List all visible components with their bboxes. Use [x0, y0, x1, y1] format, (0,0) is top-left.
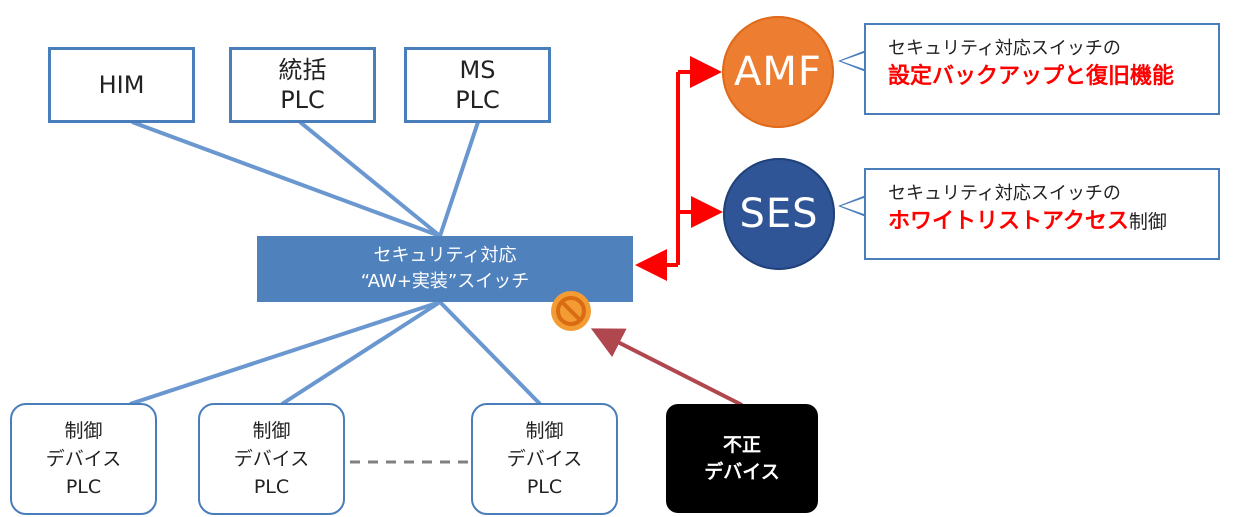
ctrl1-line3: PLC [65, 476, 102, 498]
link-switch-unified-plc [298, 120, 442, 238]
ses-callout-line2: ホワイトリストアクセス制御 [888, 208, 1218, 237]
ctrl3-line2: デバイス [506, 448, 583, 470]
ses-callout-line1: セキュリティ対応スイッチの [888, 183, 1121, 204]
link-switch-him [131, 120, 441, 238]
link-switch-ctrl-2 [280, 300, 442, 406]
amf-circle: AMF [722, 16, 834, 128]
node-ms-plc: MS PLC [404, 47, 551, 123]
ctrl1-line2: デバイス [45, 448, 122, 470]
node-ms-plc-line2: PLC [455, 86, 500, 114]
amf-callout-pointer [838, 50, 866, 72]
rogue-line2: デバイス [704, 460, 780, 483]
ctrl3-line1: 制御 [525, 420, 564, 442]
control-device-3: 制御 デバイス PLC [471, 403, 618, 515]
node-unified-plc: 統括 PLC [229, 47, 376, 123]
ses-circle: SES [723, 158, 835, 270]
amf-callout: セキュリティ対応スイッチの 設定バックアップと復旧機能 [864, 23, 1220, 115]
ses-callout-tail: 制御 [1128, 211, 1167, 233]
amf-callout-highlight: 設定バックアップと復旧機能 [888, 64, 1175, 89]
ses-callout-pointer [838, 195, 866, 217]
switch-line2: “AW+実装”スイッチ [360, 271, 530, 292]
rogue-line1: 不正 [722, 433, 761, 456]
node-unified-plc-line1: 統括 [278, 56, 327, 84]
link-switch-ctrl-1 [129, 300, 441, 406]
rogue-device: 不正 デバイス [666, 404, 818, 513]
ctrl2-line1: 制御 [252, 420, 291, 442]
amf-callout-line1: セキュリティ対応スイッチの [888, 38, 1121, 59]
ctrl3-line3: PLC [526, 476, 563, 498]
control-device-1: 制御 デバイス PLC [10, 403, 157, 515]
ctrl1-line1: 制御 [64, 420, 103, 442]
node-ms-plc-line1: MS [459, 56, 496, 84]
link-switch-ms-plc [438, 121, 480, 237]
ses-label: SES [739, 191, 819, 237]
node-unified-plc-line2: PLC [280, 86, 325, 114]
ctrl2-line2: デバイス [233, 448, 310, 470]
attack-arrow [590, 328, 743, 407]
no-entry-icon [551, 291, 591, 331]
node-him: HIM [48, 47, 195, 123]
node-him-label: HIM [98, 71, 145, 99]
switch-line1: セキュリティ対応 [373, 245, 517, 266]
link-switch-ctrl-3 [438, 300, 542, 406]
ses-callout: セキュリティ対応スイッチの ホワイトリストアクセス制御 [864, 168, 1220, 260]
ctrl2-line3: PLC [253, 476, 290, 498]
amf-label: AMF [734, 49, 822, 95]
security-switch: セキュリティ対応 “AW+実装”スイッチ [257, 236, 633, 302]
ses-callout-highlight: ホワイトリストアクセス [888, 209, 1129, 234]
control-device-2: 制御 デバイス PLC [198, 403, 345, 515]
